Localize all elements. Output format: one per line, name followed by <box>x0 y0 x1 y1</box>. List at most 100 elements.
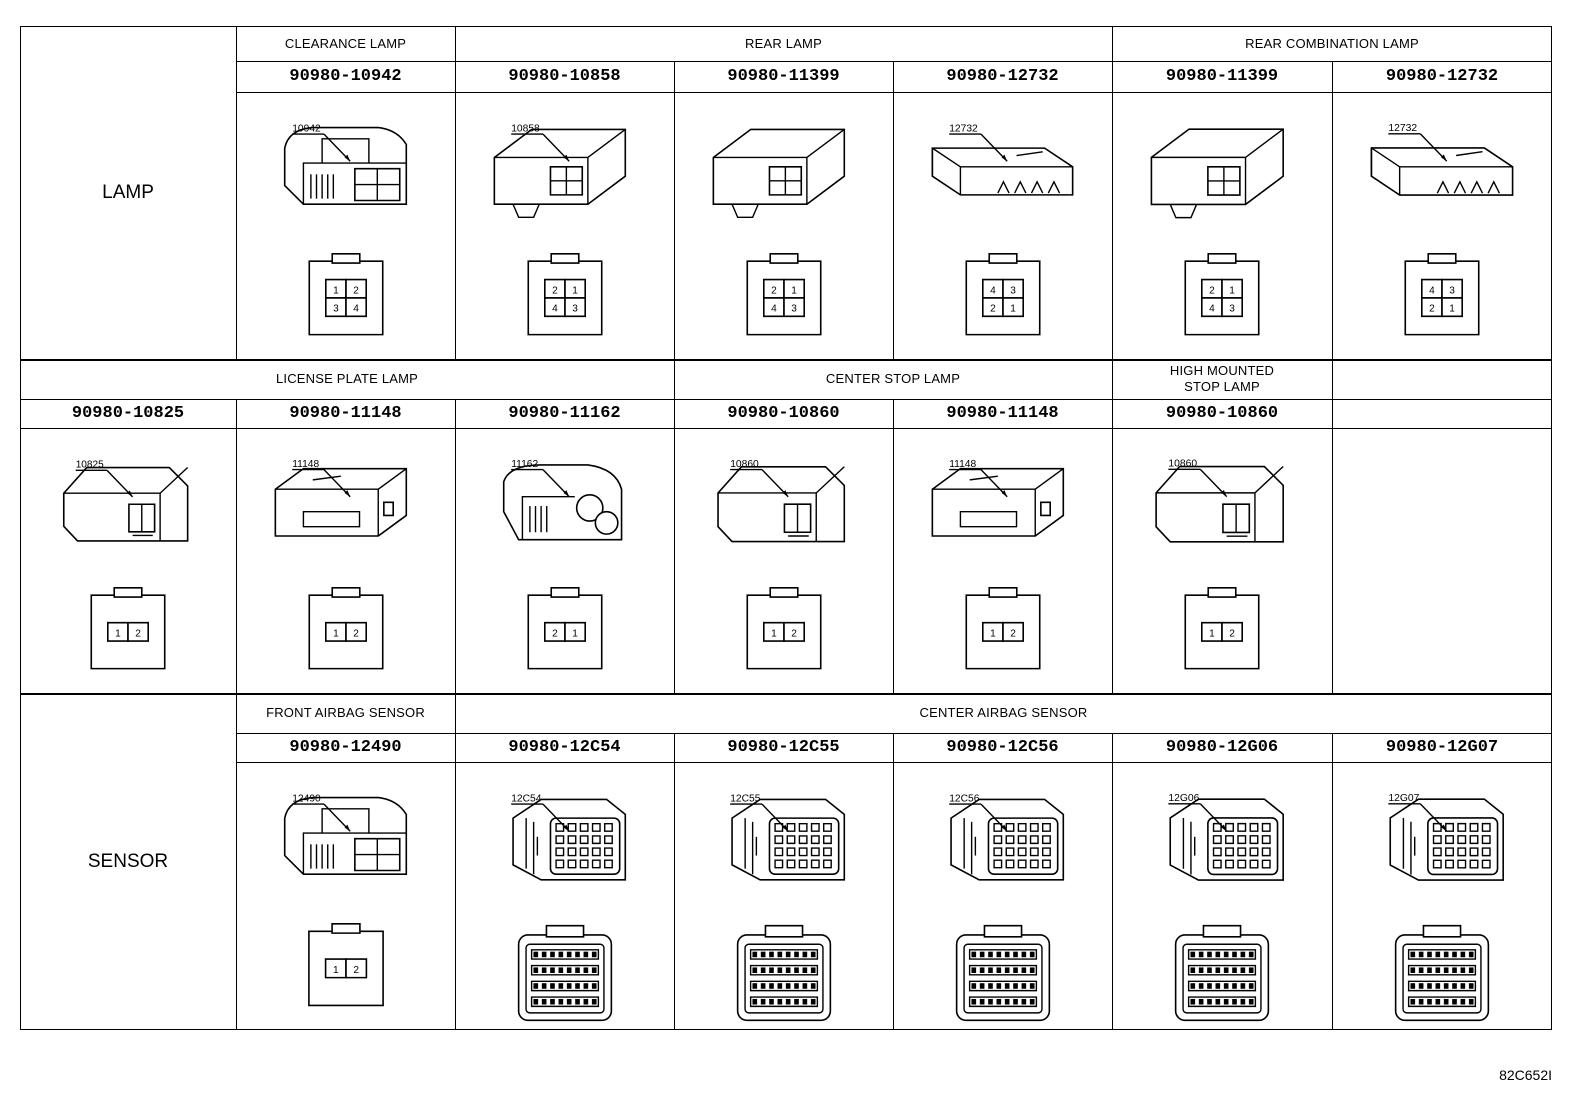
pin-number: 1 <box>1209 629 1215 640</box>
connector-body-illustration: 10860 <box>1142 434 1302 580</box>
connector-body-illustration: 11148 <box>266 434 425 580</box>
part-number: 90980-10825 <box>71 404 185 423</box>
connector-tag-label: 10860 <box>1168 459 1197 470</box>
pin-number: 1 <box>990 629 996 640</box>
connector-chart: LAMP SENSOR CLEARANCE LAMP REAR LAMP REA… <box>20 26 1552 1030</box>
connector-body-illustration: 12732 <box>1362 98 1522 245</box>
part-number: 90980-12732 <box>1385 67 1499 86</box>
divider <box>236 92 1552 93</box>
pin-number: 4 <box>1209 304 1215 315</box>
divider <box>1332 61 1333 359</box>
group-caption-center-airbag-sensor: CENTER AIRBAG SENSOR <box>919 705 1088 721</box>
connector-face-view <box>943 922 1063 1024</box>
connector-body-illustration: 11148 <box>923 434 1082 580</box>
pin-number: 3 <box>572 304 578 315</box>
part-number: 90980-12C55 <box>727 738 840 757</box>
divider <box>236 733 1552 734</box>
connector-body-illustration <box>1142 98 1302 245</box>
pin-number: 1 <box>332 965 338 976</box>
pin-number: 1 <box>572 285 578 296</box>
connector-tag-label: 12490 <box>292 793 321 804</box>
pin-number: 1 <box>1449 304 1455 315</box>
group-caption-center-stop-lamp: CENTER STOP LAMP <box>825 371 961 387</box>
connector-tag-label: 11162 <box>511 459 538 470</box>
connector-body-illustration: 12G06 <box>1142 768 1302 915</box>
connector-body-illustration: 12732 <box>923 98 1082 245</box>
pin-number: 1 <box>791 285 797 296</box>
pin-number: 2 <box>353 629 359 640</box>
pin-number: 1 <box>115 629 121 640</box>
divider <box>1112 26 1113 359</box>
connector-tag-label: 10825 <box>76 460 104 471</box>
pin-number: 1 <box>333 285 339 296</box>
part-number: 90980-11399 <box>727 67 840 86</box>
divider <box>20 693 1552 695</box>
group-caption-high-mounted-stop-lamp: HIGH MOUNTED STOP LAMP <box>1169 363 1275 394</box>
group-caption-rear-lamp: REAR LAMP <box>745 35 822 51</box>
connector-face-view: 1 2 3 4 <box>286 252 406 353</box>
divider <box>455 399 456 1030</box>
part-number: 90980-12G07 <box>1385 738 1499 757</box>
connector-tag-label: 11148 <box>292 459 319 470</box>
connector-body-illustration: 12C55 <box>704 768 863 915</box>
pin-number: 2 <box>353 285 359 296</box>
pin-number: 2 <box>1229 629 1235 640</box>
divider <box>893 61 894 359</box>
pin-number: 1 <box>572 629 578 640</box>
connector-tag-label: 12732 <box>949 123 978 134</box>
connector-body-illustration <box>704 98 863 245</box>
pin-number: 3 <box>333 304 339 315</box>
group-caption-license-plate-lamp: LICENSE PLATE LAMP <box>275 371 419 387</box>
connector-tag-label: 12C54 <box>511 793 542 804</box>
pin-number: 2 <box>791 629 797 640</box>
connector-face-view: 2 1 4 3 <box>505 252 625 353</box>
connector-body-illustration: 12C56 <box>923 768 1082 915</box>
connector-body-illustration: 10860 <box>704 434 863 580</box>
connector-tag-label: 10860 <box>730 459 759 470</box>
pin-number: 4 <box>552 304 558 315</box>
pin-number: 4 <box>353 304 359 315</box>
pin-number: 2 <box>552 285 558 296</box>
part-number: 90980-10942 <box>289 67 402 86</box>
part-number: 90980-12732 <box>946 67 1059 86</box>
part-number: 90980-12490 <box>289 738 402 757</box>
divider <box>20 359 1552 361</box>
group-caption-clearance-lamp: CLEARANCE LAMP <box>284 35 407 51</box>
connector-tag-label: 10942 <box>292 123 321 134</box>
pin-number: 2 <box>353 965 359 976</box>
pin-number: 2 <box>1209 285 1215 296</box>
connector-face-view <box>1162 922 1282 1024</box>
connector-tag-label: 12C56 <box>949 793 980 804</box>
pin-number: 4 <box>990 285 996 296</box>
group-caption-front-airbag-sensor: FRONT AIRBAG SENSOR <box>266 705 425 721</box>
divider <box>1332 359 1333 693</box>
pin-number: 3 <box>1229 304 1235 315</box>
connector-body-illustration: 12C54 <box>485 768 644 915</box>
section-label-lamp: LAMP <box>102 181 154 203</box>
divider <box>20 428 1552 429</box>
divider <box>674 733 675 1030</box>
part-number: 90980-12C54 <box>508 738 621 757</box>
pin-number: 3 <box>791 304 797 315</box>
pin-number: 1 <box>333 629 339 640</box>
part-number: 90980-11399 <box>1165 67 1279 86</box>
part-number: 90980-11148 <box>289 404 402 423</box>
chart-border <box>20 26 1552 1030</box>
pin-number: 1 <box>1010 304 1016 315</box>
part-number: 90980-12C56 <box>946 738 1059 757</box>
connector-face-view <box>724 922 844 1024</box>
pin-number: 2 <box>1010 629 1016 640</box>
divider <box>236 61 1552 62</box>
part-number: 90980-12G06 <box>1165 738 1279 757</box>
connector-tag-label: 11148 <box>949 459 976 470</box>
pin-number: 2 <box>1429 304 1435 315</box>
part-number: 90980-10858 <box>508 67 621 86</box>
